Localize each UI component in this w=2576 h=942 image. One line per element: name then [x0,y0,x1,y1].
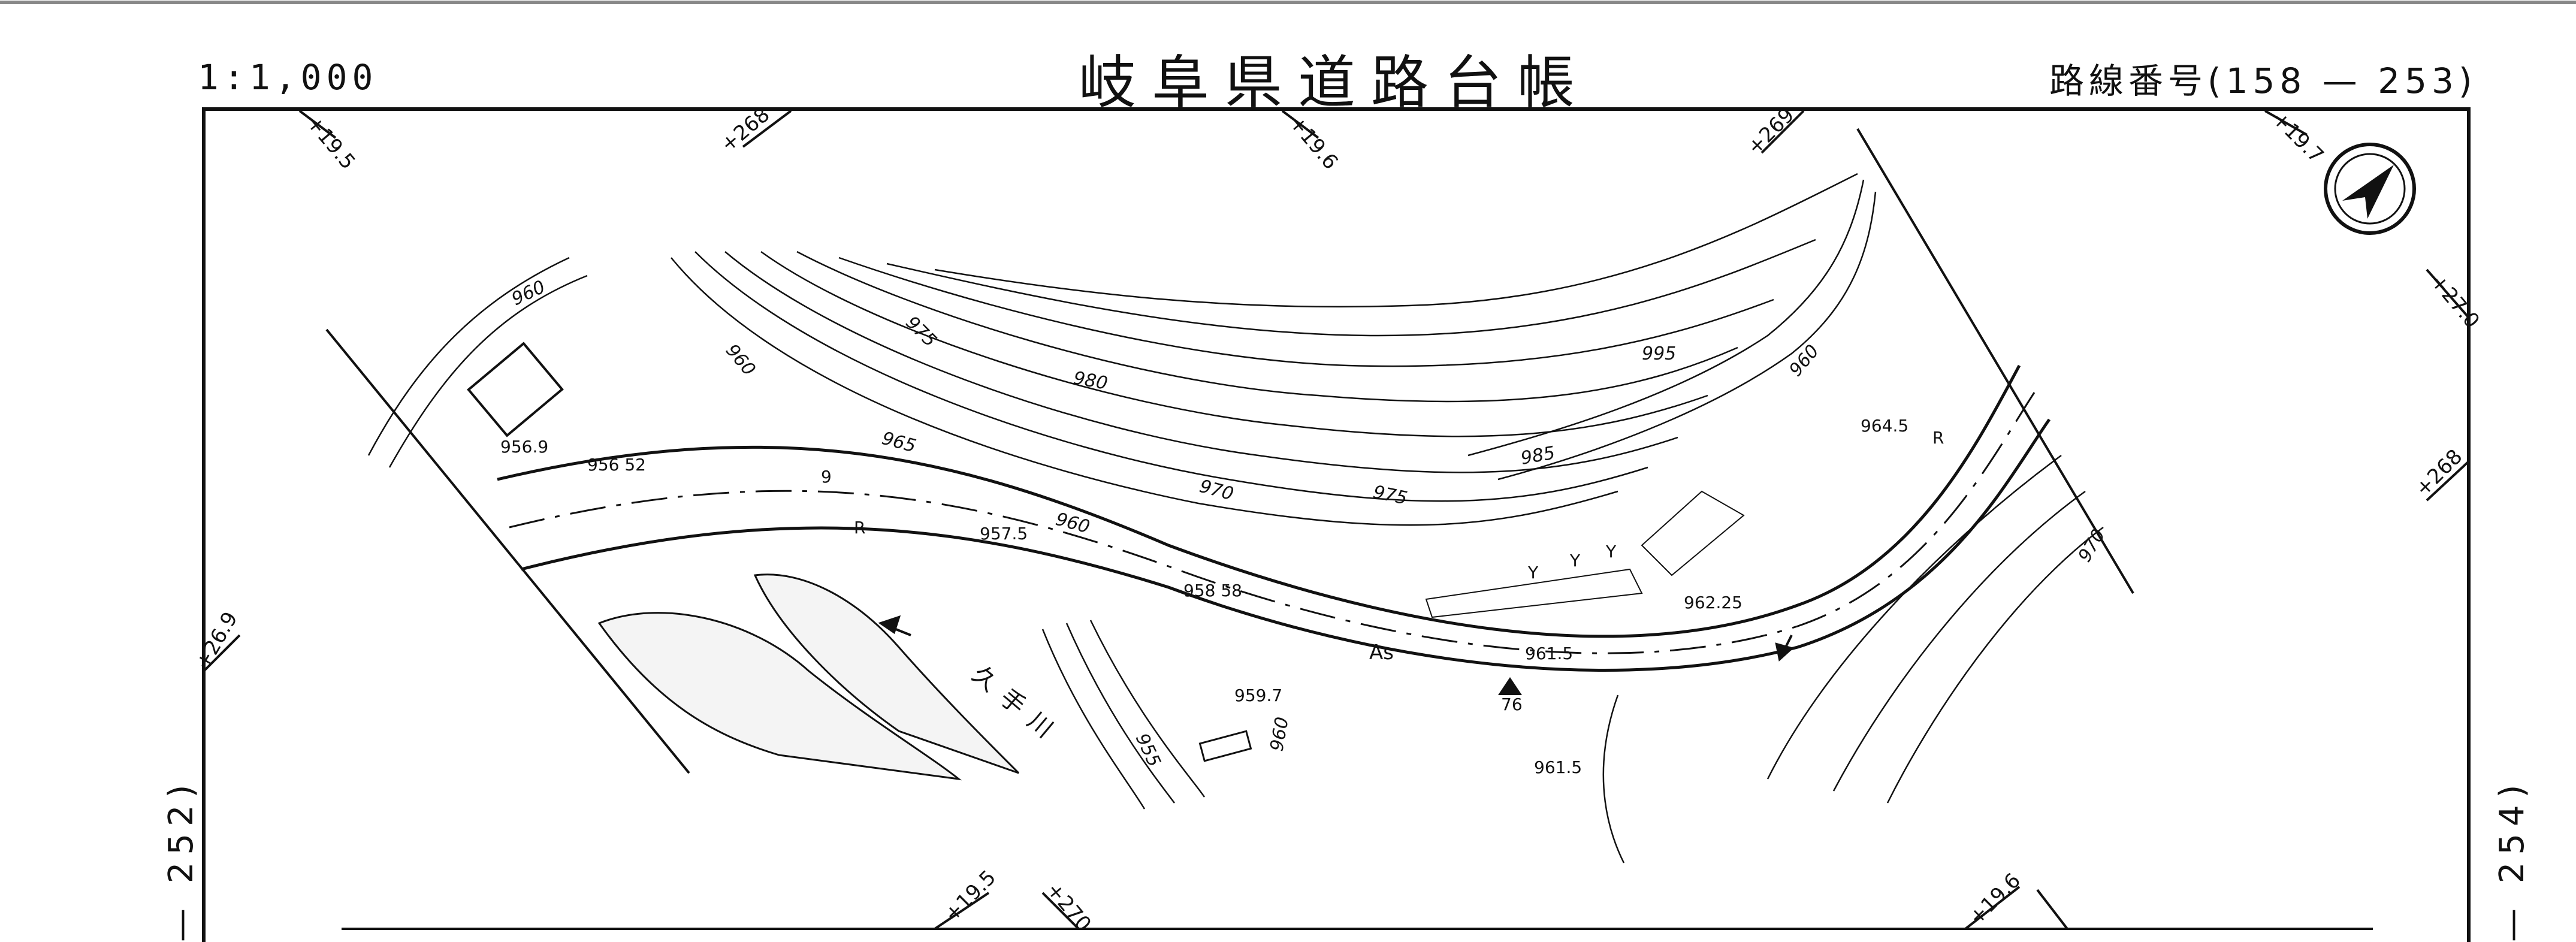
page-title: 岐阜県道路台帳 [1079,49,1590,116]
spot-height: 961.5 [1534,757,1582,777]
spot-height: 964.5 [1861,416,1908,436]
tree-mark: Y [1605,542,1617,561]
benchmark-number: 76 [1501,695,1523,714]
contour-label: 985 [1519,442,1556,469]
station-label: +19.6 [1964,868,2025,929]
spot-height: 962.25 [1684,593,1743,612]
contour-label: 960 [509,276,549,310]
station-label: +19.6 [1284,111,1343,174]
contour-label: 980 [1072,367,1109,394]
tree-mark: Y [1527,563,1539,582]
surface-label: As [1369,641,1394,665]
map-frame [202,107,2471,942]
spot-height: 956.9 [500,437,548,457]
station-label: +269 [1743,103,1799,159]
road-mark: R [1932,428,1944,448]
road-mark: R [854,518,865,538]
spot-height: 961.5 [1525,644,1573,663]
contour-lines [671,173,1877,526]
survey-extents [325,128,2134,774]
retaining-wall [1425,490,1745,618]
contour-label: 960 [1266,715,1292,753]
route-number: 路線番号(158 — 253) [2049,61,2477,101]
spot-heights: 956.9 956 52 957.5 958 58 959.7 961.5 96… [500,416,1908,777]
contour-label: 965 [880,428,918,457]
map-scale: 1:1,000 [198,57,378,98]
station-ticks [203,110,2470,930]
contour-label: 975 [901,312,940,351]
north-arrow-icon [2324,143,2416,235]
spot-height: 957.5 [980,524,1028,544]
station-label: +19.5 [301,111,360,174]
tree-mark: Y [1569,551,1581,570]
contour-label: 995 [1642,343,1676,364]
station-label: +268 [2411,445,2467,501]
station-label: +27.0 [2426,270,2484,333]
spot-height: 958 58 [1183,581,1242,600]
station-label: +19.7 [2267,107,2329,168]
contour-label: 975 [1371,482,1409,509]
building [467,342,564,437]
station-labels: +19.5 +268 +19.6 +269 +19.7 +27.0 +268 +… [191,102,2484,936]
riverbank [597,573,1020,781]
spot-height: 959.7 [1234,686,1282,705]
contour-lines-lower [367,256,2104,864]
spot-height: 956 52 [587,455,646,475]
benchmark-icon [1498,677,1522,695]
station-label: +270 [1041,878,1096,936]
contour-label: 960 [721,340,760,380]
milepost: 9 [821,467,832,487]
station-label: +19.5 [940,865,1001,926]
flow-arrows [878,615,1795,662]
structure [1198,730,1252,762]
contour-label: 960 [1785,341,1823,381]
road [497,364,2051,672]
